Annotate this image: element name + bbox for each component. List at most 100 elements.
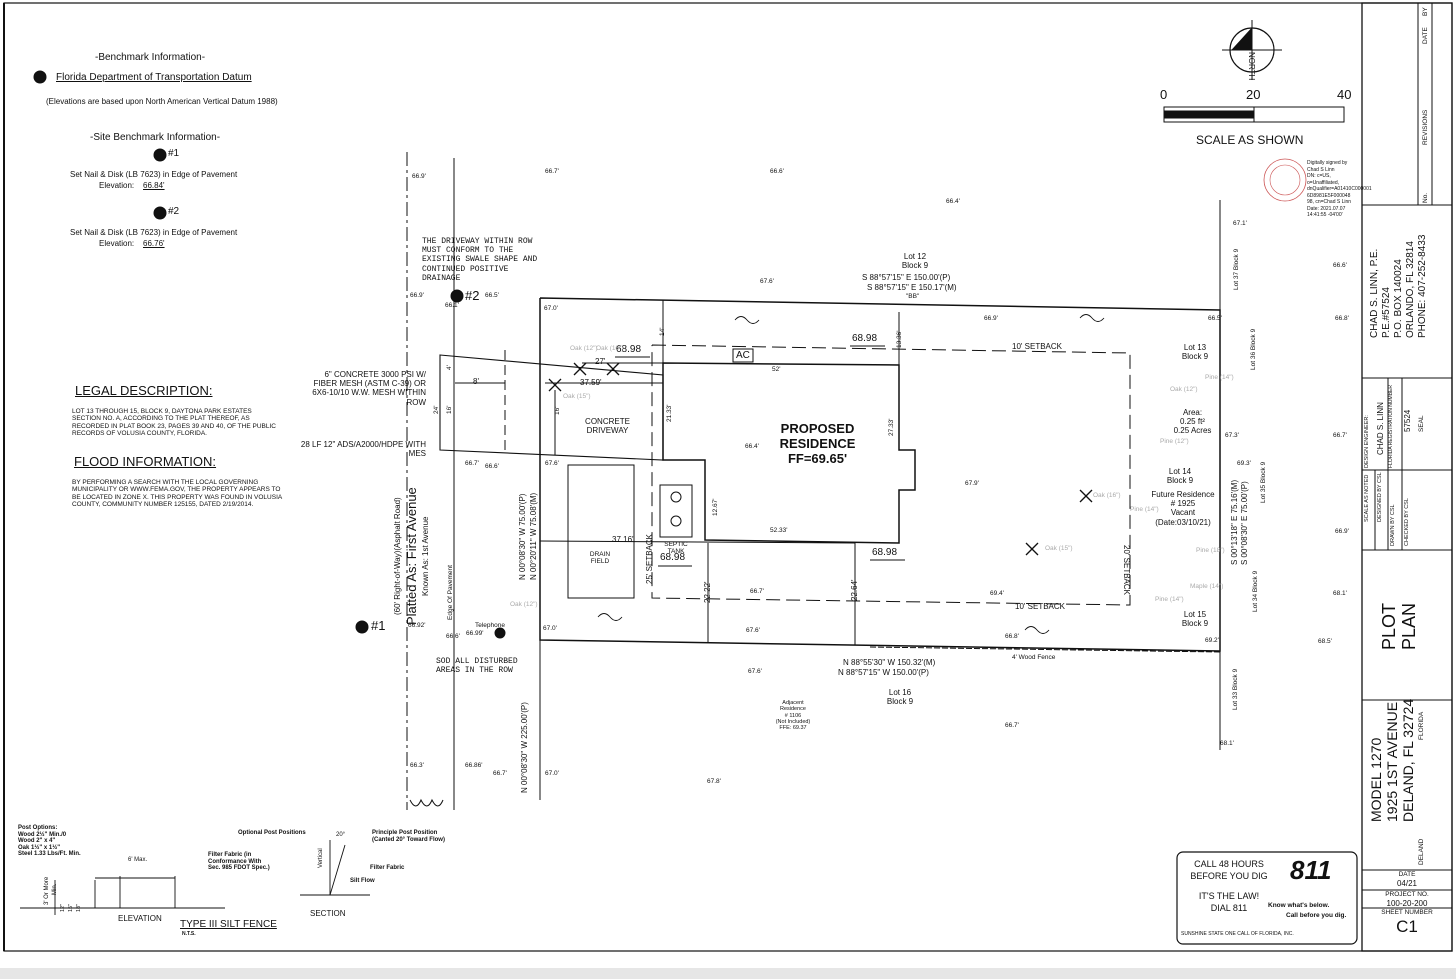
know-below-label: Know what's below. (1268, 902, 1330, 909)
dim-52-33: 52.33' (770, 527, 788, 534)
dim-12-67: 12.67' (712, 498, 719, 516)
setback-bottom-label: 10' SETBACK (1015, 602, 1065, 611)
bm1-elev-label: Elevation: (99, 181, 135, 190)
elev-68-98-c: 68.98 (872, 547, 898, 558)
bottom-bearing-plat: N 88°57'15" W 150.00'(P) (838, 668, 929, 677)
swale-marks (597, 314, 1105, 634)
nts-label: N.T.S. (182, 931, 196, 937)
silt-fence-title: TYPE III SILT FENCE (180, 919, 277, 930)
bottom-bearing-measured: N 88°55'30" W 150.32'(M) (843, 658, 936, 667)
spot-elevation: 69.4' (990, 590, 1004, 597)
spot-elevation: 66.9' (410, 292, 424, 299)
right-bearing-2: S 00°08'30" E 75.00'(P) (1240, 481, 1249, 565)
datum-label: Florida Department of Transportation Dat… (56, 72, 252, 83)
elev-68-98-d: 68.98 (660, 552, 686, 563)
revisions-header: REVISIONS (1422, 109, 1429, 145)
spot-elevation: 66.5' (485, 292, 499, 299)
section-label: SECTION (310, 909, 346, 918)
checked-key: CHECKED BY CSL (1404, 498, 1410, 546)
site-benchmark-title: -Site Benchmark Information- (90, 132, 221, 143)
scale-tick-20: 20 (1246, 87, 1261, 102)
spot-elevation: 66.7' (1333, 432, 1347, 439)
designed-key: DESIGNED BY CSL (1377, 472, 1383, 522)
dim-14: 14' (659, 327, 666, 336)
spot-elevation: 66.3' (410, 762, 424, 769)
property-boundary (539, 297, 1221, 652)
north-label: NORTH (1247, 52, 1256, 81)
tree-label: Pine (12") (1160, 438, 1189, 445)
date-header: DATE (1422, 27, 1429, 44)
spot-elevation: 66.9' (412, 173, 426, 180)
title-block-frame (1361, 2, 1453, 952)
spot-elevation: 66.7' (1005, 722, 1019, 729)
ac-pad (732, 348, 754, 363)
road-row-label: (60' Right-of-Way)(Asphalt Road) (393, 497, 402, 615)
silt-flow-label: Silt Flow (350, 878, 375, 884)
call-811-box (1176, 851, 1358, 945)
spot-elevation: 68.5' (1318, 638, 1332, 645)
spot-elevation: 67.9' (965, 480, 979, 487)
tree-label: Oak (15") (1045, 545, 1073, 552)
spot-elevation: 67.6' (545, 460, 559, 467)
spot-elevation: 66.6' (446, 633, 460, 640)
driveway-row-note: THE DRIVEWAY WITHIN ROW MUST CONFORM TO … (422, 237, 538, 283)
principle-post-label: Principle Post Position(Canted 20° Towar… (372, 830, 445, 843)
spot-elevation: 66.6' (485, 463, 499, 470)
setback-left-label: 25' SETBACK (645, 534, 654, 584)
lot36-label: Lot 36 Block 9 (1250, 328, 1257, 370)
call-before-label: Call before you dig. (1286, 912, 1347, 919)
setback-line (651, 344, 1131, 606)
spot-elevation: 68.1' (1220, 740, 1234, 747)
depth-12: 12" (60, 903, 66, 912)
flood-text: BY PERFORMING A SEARCH WITH THE LOCAL GO… (72, 479, 282, 509)
dim-21-33: 21.33' (666, 404, 673, 422)
dim-4: 4' (446, 365, 453, 370)
sod-note: SOD ALL DISTURBED AREAS IN THE ROW (436, 657, 518, 676)
florida-reg-label: FLORIDA REGISTRATION NUMBER (1388, 385, 1394, 468)
spot-elevation: 67.3' (1225, 432, 1239, 439)
spot-elevation: 67.8' (707, 778, 721, 785)
florida-label: FLORIDA (1418, 711, 1425, 740)
left-bearing-1: N 00°08'30" W 75.00'(P) (518, 493, 527, 580)
bm2-desc: Set Nail & Disk (LB 7623) in Edge of Pav… (70, 228, 238, 237)
spot-elevation: 67.1' (1233, 220, 1247, 227)
no-header: No. (1422, 192, 1429, 203)
dim-37-16: 37.16' (612, 535, 634, 544)
tree-label: Oak (15") (563, 393, 591, 400)
dim-37-59: 37.59' (580, 378, 602, 387)
project-number-block: PROJECT NO.100-20-200 (1385, 891, 1429, 908)
road-platted-label: Platted As: First Avenue (404, 487, 419, 625)
left-bearing-2: N 00°20'11" W 75.08'(M) (529, 492, 538, 580)
tree-label: Pine (18") (1196, 547, 1225, 554)
design-engineer-name: CHAD S. LINN (1376, 402, 1385, 455)
benchmark-title: -Benchmark Information- (95, 52, 206, 63)
driveway (439, 354, 664, 461)
viewer-bottom-bar (0, 968, 1456, 979)
wood-fence (869, 646, 1221, 653)
elev-68-98-b: 68.98 (852, 333, 878, 344)
spot-elevation: 66.7' (750, 588, 764, 595)
spot-elevation: 68.1' (1333, 590, 1347, 597)
flood-title: FLOOD INFORMATION: (74, 454, 217, 469)
dim-16b: 16' (554, 406, 561, 415)
lot33-label: Lot 33 Block 9 (1232, 668, 1239, 710)
dim-27: 27' (595, 357, 606, 366)
scale-label: SCALE AS SHOWN (1196, 133, 1304, 147)
elevation-label: ELEVATION (118, 914, 162, 923)
spot-elevation: 67.6' (746, 627, 760, 634)
scale-key: SCALE AS NOTED (1364, 474, 1370, 522)
top-bearing-measured: S 88°57'15" E 150.17'(M) (867, 283, 957, 292)
legal-text: LOT 13 THROUGH 15, BLOCK 9, DAYTONA PARK… (72, 408, 276, 438)
residence-label: PROPOSED RESIDENCE FF=69.65' (779, 421, 856, 466)
